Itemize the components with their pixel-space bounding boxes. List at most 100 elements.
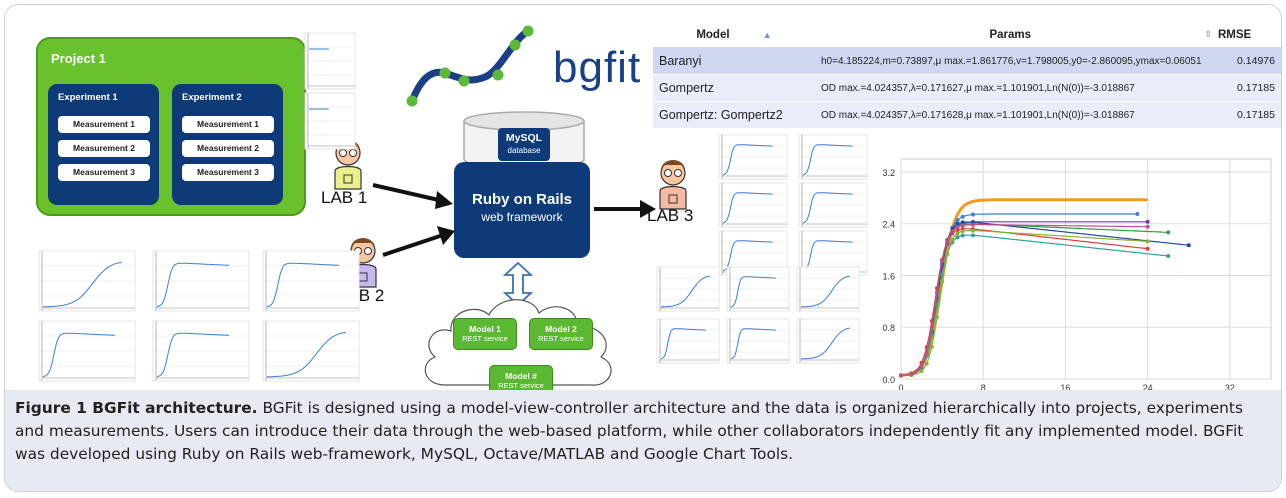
- service-subtitle: REST service: [538, 334, 584, 343]
- experiment-title: Experiment 1: [58, 92, 118, 103]
- data-point: [945, 252, 950, 257]
- database-title: MySQL: [505, 132, 543, 144]
- framework-subtitle: web framework: [481, 210, 563, 224]
- service-box-model-2: Model 2 REST service: [529, 318, 593, 350]
- experiment-box-2: Experiment 2 Measurement 1 Measurement 2…: [172, 84, 283, 205]
- data-point: [970, 212, 975, 217]
- table-row[interactable]: Gompertz: Gompertz2 OD max.=4.024357,λ=0…: [653, 101, 1281, 129]
- data-point: [960, 233, 965, 238]
- data-point: [970, 233, 975, 238]
- thumbnail-curve: [266, 262, 340, 308]
- data-point: [1145, 246, 1150, 251]
- column-header-model[interactable]: Model ▲: [653, 23, 815, 48]
- data-point: [899, 373, 903, 378]
- thumbnail-curve: [267, 331, 346, 378]
- cell-params: OD max.=4.024357,λ=0.171628,μ max.=1.101…: [815, 101, 1217, 129]
- framework-title: Ruby on Rails: [471, 191, 572, 208]
- data-point: [970, 228, 975, 233]
- cell-rmse: 0.17185: [1217, 101, 1281, 129]
- data-point: [1166, 253, 1171, 258]
- caption-text: BGFit is designed using a model-view-con…: [15, 399, 1244, 463]
- data-point: [950, 237, 955, 242]
- column-header-params[interactable]: Params ⇕: [815, 23, 1217, 48]
- project-title: Project 1: [51, 51, 106, 66]
- measurement-box: Measurement 3: [182, 164, 274, 181]
- measurement-box: Measurement 1: [182, 116, 274, 133]
- data-point: [924, 361, 929, 366]
- data-point: [1186, 243, 1191, 248]
- thumbnail-curve: [156, 262, 230, 308]
- data-point: [929, 325, 934, 330]
- data-point: [1145, 224, 1150, 229]
- data-point: [955, 225, 960, 230]
- x-tick-label: 32: [1225, 383, 1235, 393]
- data-point: [960, 214, 965, 219]
- data-point: [1145, 219, 1150, 224]
- cell-params: h0=4.185224,m=0.73897,μ max.=1.861776,v=…: [815, 47, 1217, 75]
- service-box-model-1: Model 1 REST service: [453, 318, 517, 350]
- thumbnail-curve: [730, 276, 776, 308]
- thumbnail-charts: [38, 32, 868, 382]
- results-table: Model ▲ Params ⇕ RMSE Baranyi h0=4.18522…: [653, 23, 1281, 129]
- sort-icon: ⇕: [1204, 29, 1212, 39]
- y-tick-label: 3.2: [882, 168, 895, 178]
- bgfit-logo-icon: [406, 25, 534, 107]
- thumbnail-curve: [156, 332, 230, 378]
- thumbnail-curve: [802, 144, 853, 176]
- service-title: Model 2: [545, 324, 577, 334]
- data-point: [955, 218, 960, 223]
- rails-framework-box: Ruby on Rails web framework: [454, 162, 590, 258]
- thumbnail-curve: [722, 192, 773, 224]
- data-point: [955, 235, 960, 240]
- data-point: [970, 222, 975, 227]
- data-point: [955, 231, 960, 236]
- data-point: [950, 229, 955, 234]
- data-point: [960, 220, 965, 225]
- measurement-box: Measurement 3: [58, 164, 150, 181]
- logo-text: bgfit: [553, 43, 642, 92]
- data-point: [955, 227, 960, 232]
- thumbnail-curve: [802, 192, 853, 224]
- thumbnail-curve: [660, 328, 706, 360]
- cell-rmse: 0.17185: [1217, 74, 1281, 102]
- cell-params: OD max.=4.024357,λ=0.171627,μ max.=1.101…: [815, 74, 1217, 102]
- data-point: [919, 369, 924, 374]
- thumbnail-curve: [800, 327, 851, 360]
- data-point: [929, 344, 934, 349]
- thumbnail-curve: [722, 240, 773, 272]
- cell-model: Gompertz: [653, 74, 815, 102]
- data-point: [960, 229, 965, 234]
- data-point: [934, 290, 939, 295]
- thumbnail-curve: [43, 261, 122, 308]
- data-point: [919, 363, 924, 368]
- data-point: [940, 279, 945, 284]
- table-row[interactable]: Baranyi h0=4.185224,m=0.73897,μ max.=1.8…: [653, 47, 1281, 75]
- table-row[interactable]: Gompertz OD max.=4.024357,λ=0.171627,μ m…: [653, 74, 1281, 102]
- thumbnail-curve: [800, 275, 851, 308]
- caption-title: Figure 1 BGFit architecture.: [15, 399, 258, 417]
- cell-model: Baranyi: [653, 47, 815, 75]
- cell-rmse: 0.14976: [1217, 47, 1281, 75]
- thumbnail-curve: [660, 275, 711, 308]
- experiment-box-1: Experiment 1 Measurement 1 Measurement 2…: [48, 84, 159, 205]
- column-header-rmse[interactable]: RMSE: [1217, 23, 1281, 48]
- measurement-box: Measurement 2: [58, 140, 150, 157]
- thumbnail-curve: [722, 144, 773, 176]
- figure-frame: Project 1 Experiment 1 Measurement 1 Mea…: [4, 4, 1282, 492]
- measurement-box: Measurement 1: [58, 116, 150, 133]
- x-tick-label: 24: [1143, 383, 1153, 393]
- service-subtitle: REST service: [498, 381, 544, 390]
- thumbnail-curve: [730, 328, 776, 360]
- caption-background: [5, 390, 1281, 491]
- data-point: [1166, 230, 1171, 235]
- x-tick-label: 16: [1060, 383, 1070, 393]
- data-point: [924, 350, 929, 355]
- data-point: [1135, 212, 1140, 216]
- plot-area: [900, 158, 1272, 380]
- y-tick-label: 2.4: [882, 220, 895, 230]
- x-tick-label: 0: [898, 383, 903, 393]
- lab-person-icon: [659, 160, 687, 210]
- cell-model: Gompertz: Gompertz2: [653, 101, 815, 129]
- data-point: [909, 372, 914, 377]
